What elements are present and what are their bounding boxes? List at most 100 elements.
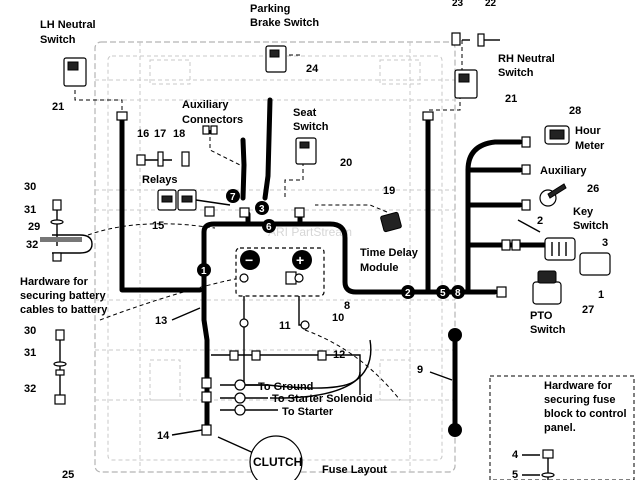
clutch-label: CLUTCH	[253, 455, 302, 469]
left-hardware-top: 30 31 29 32	[24, 181, 93, 262]
leader-lines	[74, 39, 463, 401]
key-switch: 26 Key Switch	[539, 183, 609, 232]
hw-battery-label-1: Hardware for	[20, 276, 89, 288]
part-number-10: 10	[332, 312, 344, 324]
part-number-5: 5	[512, 469, 518, 480]
relay-hardware: 16 17 18	[136, 128, 190, 167]
hardware-23-22: 23 22	[451, 0, 500, 47]
key-switch-label-2: Switch	[573, 220, 609, 232]
parking-brake-switch: Parking Brake Switch 24	[250, 3, 319, 75]
time-delay-module: 19 Time Delay Module	[360, 185, 419, 274]
hw-battery-label-2: securing battery	[20, 290, 106, 302]
part-number-8: 8	[344, 300, 350, 312]
seat-switch: Seat Switch 20	[293, 107, 352, 169]
badge-2: 2	[405, 288, 411, 299]
part-number-9: 9	[417, 364, 423, 376]
part-number-30-top: 30	[24, 181, 36, 193]
to-starter-label: To Starter	[282, 406, 334, 418]
pto-switch: 27 PTO Switch	[530, 270, 594, 336]
part-number-4: 4	[512, 449, 519, 461]
hour-meter-label-2: Meter	[575, 140, 605, 152]
time-delay-label-1: Time Delay	[360, 247, 419, 259]
part-number-18: 18	[173, 128, 185, 140]
rh-neutral-label-1: RH Neutral	[498, 53, 555, 65]
part-number-14: 14	[157, 430, 170, 442]
to-ground-label: To Ground	[258, 381, 313, 393]
fuse-layout-label: Fuse Layout	[322, 464, 387, 476]
part-number-13: 13	[155, 315, 167, 327]
badge-5: 5	[440, 288, 446, 299]
pto-switch-label-1: PTO	[530, 310, 553, 322]
part-number-21-left: 21	[52, 101, 64, 113]
part-number-32-bottom: 32	[24, 383, 36, 395]
rh-neutral-label-2: Switch	[498, 67, 534, 79]
part-number-32-top: 32	[26, 239, 38, 251]
part-number-31-bottom: 31	[24, 347, 36, 359]
part-number-21-right: 21	[505, 93, 517, 105]
rh-neutral-switch: RH Neutral Switch 21	[454, 53, 555, 105]
battery: − + 8 10 11	[235, 247, 350, 332]
seat-switch-label-1: Seat	[293, 107, 317, 119]
fuse-hardware-box: Hardware for securing fuse block to cont…	[489, 375, 635, 480]
hw-fuse-label-4: panel.	[544, 422, 576, 434]
badge-3: 3	[259, 204, 265, 215]
parking-brake-label-1: Parking	[250, 3, 290, 15]
time-delay-label-2: Module	[360, 262, 399, 274]
part-number-28: 28	[569, 105, 581, 117]
hw-fuse-label-2: securing fuse	[544, 394, 616, 406]
auxiliary-connectors: Auxiliary Connectors	[182, 99, 243, 135]
badge-8: 8	[455, 288, 461, 299]
badge-7: 7	[230, 192, 236, 203]
clutch: CLUTCH	[217, 435, 303, 480]
battery-minus-terminal: −	[245, 252, 253, 268]
pto-switch-label-2: Switch	[530, 324, 566, 336]
hw-fuse-label-1: Hardware for	[544, 380, 613, 392]
part-number-23: 23	[452, 0, 464, 9]
badge-1: 1	[201, 266, 207, 277]
key-switch-label-1: Key	[573, 206, 594, 218]
part-number-12: 12	[333, 349, 345, 361]
part-number-11: 11	[279, 320, 291, 332]
relays: Relays 15	[142, 174, 231, 232]
to-starter-solenoid-label: To Starter Solenoid	[272, 393, 373, 405]
part-number-15: 15	[152, 220, 164, 232]
part-number-2: 2	[537, 215, 543, 227]
hour-meter-label-1: Hour	[575, 125, 601, 137]
auxiliary-connector-right: Auxiliary	[521, 164, 587, 177]
lh-neutral-switch: LH Neutral Switch 21	[40, 19, 96, 113]
part-number-22: 22	[485, 0, 497, 9]
relays-label: Relays	[142, 174, 177, 186]
fuse-block: 2 3 1	[537, 215, 611, 301]
part-number-19: 19	[383, 185, 395, 197]
badge-6: 6	[266, 222, 272, 233]
hour-meter: 28 Hour Meter	[544, 105, 605, 152]
ring-terminals: To Ground To Starter Solenoid To Starter	[234, 379, 373, 418]
parking-brake-label-2: Brake Switch	[250, 17, 319, 29]
seat-switch-label-2: Switch	[293, 121, 329, 133]
part-number-26: 26	[587, 183, 599, 195]
part-number-3: 3	[602, 237, 608, 249]
part-number-30-bottom: 30	[24, 325, 36, 337]
hw-battery-label-3: cables to battery	[20, 304, 108, 316]
part-number-25: 25	[62, 469, 74, 480]
auxiliary-label: Auxiliary	[540, 165, 587, 177]
part-number-31-top: 31	[24, 204, 36, 216]
part-number-16: 16	[137, 128, 149, 140]
inline-connectors	[116, 111, 531, 436]
hw-fuse-label-3: block to control	[544, 408, 627, 420]
part-number-17: 17	[154, 128, 166, 140]
part-number-20: 20	[340, 157, 352, 169]
lh-neutral-label-1: LH Neutral	[40, 19, 96, 31]
part-number-1: 1	[598, 289, 604, 301]
watermark-text: ARI PartStream	[268, 225, 352, 239]
battery-plus-terminal: +	[296, 252, 304, 268]
part-number-24: 24	[306, 63, 319, 75]
aux-connectors-label-1: Auxiliary	[182, 99, 229, 111]
left-hardware-bottom: 30 31 32	[24, 325, 67, 405]
lh-neutral-label-2: Switch	[40, 34, 76, 46]
harness-badges: 1 2 5 8 6 7 3	[197, 189, 465, 299]
part-number-27: 27	[582, 304, 594, 316]
main-harness	[119, 97, 548, 433]
part-number-29: 29	[28, 221, 40, 233]
